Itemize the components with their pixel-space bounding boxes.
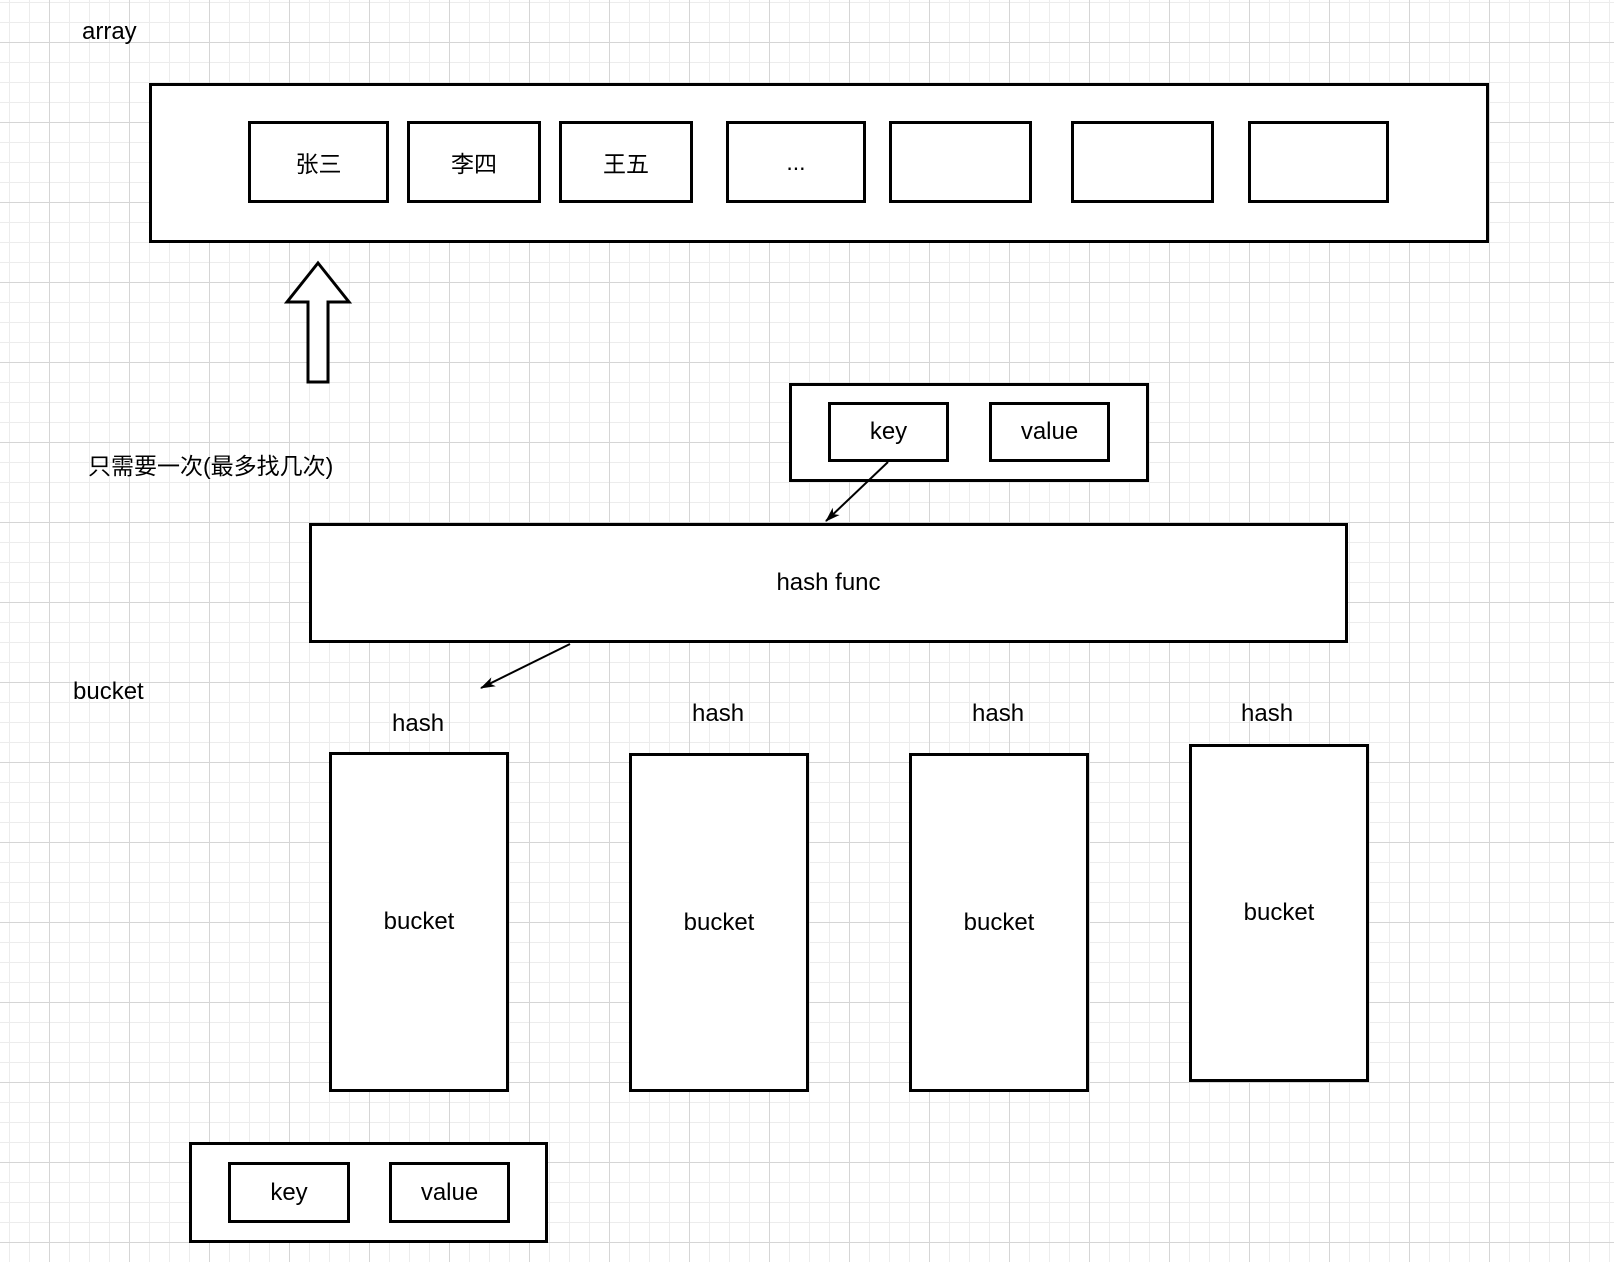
bucket-box: bucket [1189, 744, 1369, 1082]
bucket-box: bucket [329, 752, 509, 1092]
bucket-section-label: bucket [73, 678, 144, 705]
key-box: key [228, 1162, 350, 1223]
value-box: value [989, 402, 1110, 462]
array-cell-empty [1071, 121, 1214, 203]
array-cell-empty [889, 121, 1032, 203]
hash-func-box: hash func [309, 523, 1348, 643]
array-section-label: array [82, 18, 137, 45]
bucket-box: bucket [629, 753, 809, 1092]
bucket-box-label: bucket [963, 908, 1035, 936]
bucket-box: bucket [909, 753, 1089, 1092]
up-arrow-icon [283, 260, 353, 384]
note-label: 只需要一次(最多找几次) [88, 453, 334, 479]
kv-pair-box-top: key value [789, 383, 1149, 482]
bucket-hash-label: hash [1241, 700, 1294, 727]
bucket-hash-label: hash [392, 710, 445, 737]
bucket-box-label: bucket [683, 908, 755, 936]
hash-func-label: hash func [776, 569, 881, 596]
array-box: 张三 李四 王五 ... [149, 83, 1489, 243]
array-cell: 王五 [559, 121, 693, 203]
kv-pair-box-bottom: key value [189, 1142, 548, 1243]
bucket-box-label: bucket [383, 908, 455, 935]
bucket-hash-label: hash [972, 700, 1025, 727]
array-cell: 张三 [248, 121, 389, 203]
hashfunc-to-bucket-arrow [480, 643, 571, 689]
value-box: value [389, 1162, 510, 1223]
array-cell: 李四 [407, 121, 541, 203]
array-cell-empty [1248, 121, 1389, 203]
array-cell: ... [726, 121, 866, 203]
bucket-box-label: bucket [1243, 899, 1315, 926]
bucket-hash-label: hash [692, 700, 745, 727]
key-box: key [828, 402, 949, 462]
